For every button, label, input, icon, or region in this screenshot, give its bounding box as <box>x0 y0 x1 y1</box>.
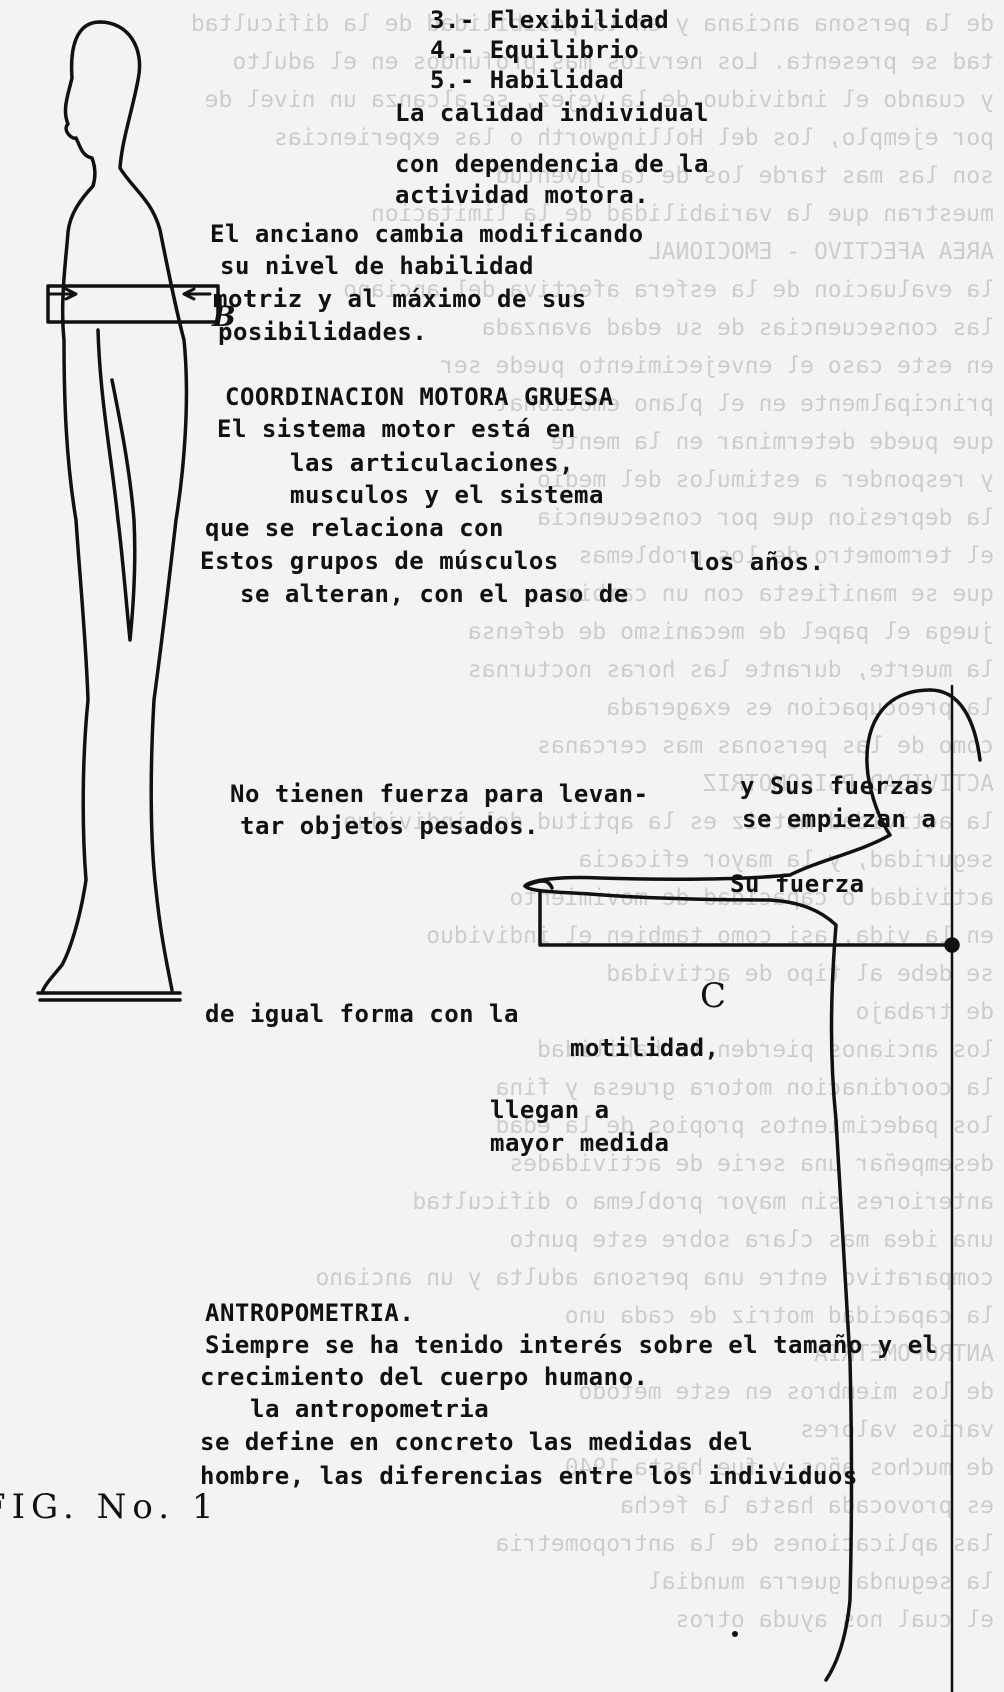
standing-person-profile-drawing <box>38 22 218 1000</box>
marker-label-b: B <box>212 300 236 333</box>
marker-label-c: C <box>700 976 726 1016</box>
figure-caption: FIG. No. 1 <box>0 1487 219 1527</box>
reach-person-drawing <box>525 686 980 1692</box>
